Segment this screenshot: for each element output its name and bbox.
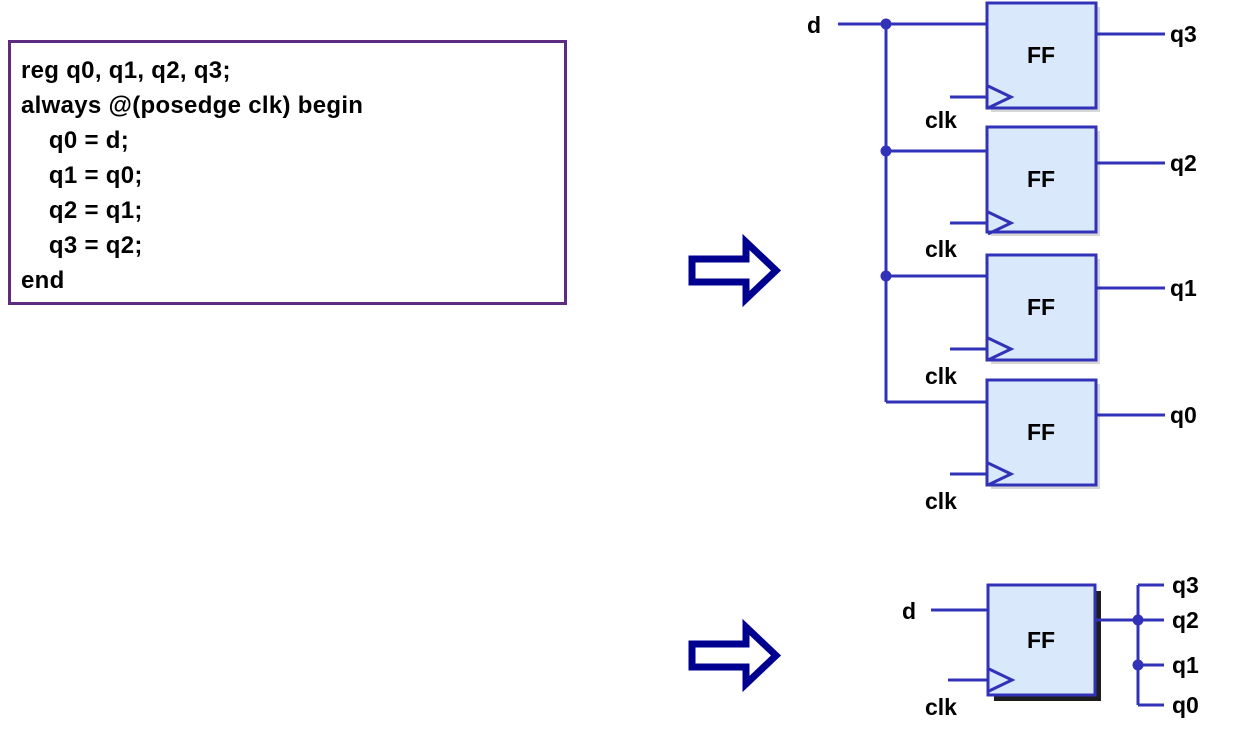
clock-edge-chevron-icon [987, 84, 1015, 110]
code-line-end: end [21, 267, 65, 294]
right-block-arrow-icon [688, 618, 782, 693]
bottom-circuit: FF d clk q3 q2 q1 q0 [902, 572, 1199, 720]
right-block-arrow-icon [688, 233, 782, 308]
clk-label: clk [925, 363, 957, 389]
output-label-q3: q3 [1170, 21, 1197, 47]
transform-arrow-bottom [688, 618, 782, 693]
code-line-reg: reg q0, q1, q2, q3; [21, 57, 231, 84]
flipflop-q0: FF q0 clk [925, 378, 1197, 514]
ff-label: FF [1027, 42, 1055, 68]
ff-box [985, 125, 1098, 234]
junction-dot [1132, 614, 1144, 626]
code-line-q2: q2 = q1; [21, 197, 143, 224]
clk-label: clk [925, 236, 957, 262]
clock-edge-chevron-icon [987, 336, 1015, 362]
clock-edge-chevron-icon [988, 667, 1016, 693]
code-line-always: always @(posedge clk) begin [21, 92, 364, 119]
ff-box [985, 253, 1098, 362]
junction-dot [880, 145, 892, 157]
clk-label: clk [925, 488, 957, 514]
transform-arrow-top [688, 233, 782, 308]
verilog-code-panel: reg q0, q1, q2, q3; always @(posedge clk… [8, 40, 567, 305]
junction-dot [880, 18, 892, 30]
flipflop-q1: FF q1 clk [925, 253, 1197, 389]
ff-label: FF [1027, 627, 1055, 653]
clock-edge-chevron-icon [987, 210, 1015, 236]
output-label-q1: q1 [1170, 275, 1197, 301]
code-line-q0: q0 = d; [21, 127, 129, 154]
junction-dot [880, 270, 892, 282]
flipflop-q3: FF q3 clk [925, 1, 1197, 133]
output-label-q3: q3 [1172, 572, 1199, 598]
output-label-q2: q2 [1170, 150, 1197, 176]
ff-box [985, 1, 1098, 110]
clk-label: clk [925, 107, 957, 133]
d-input-label: d [902, 598, 916, 624]
flipflop-q2: FF q2 clk [925, 125, 1197, 262]
output-label-q2: q2 [1172, 607, 1199, 633]
code-line-q3: q3 = q2; [21, 232, 143, 259]
ff-label: FF [1027, 419, 1055, 445]
output-label-q0: q0 [1172, 692, 1199, 718]
ff-label: FF [1027, 166, 1055, 192]
top-circuit: d FF q3 clk FF q2 clk FF [807, 1, 1197, 514]
clk-label: clk [925, 694, 957, 720]
ff-box [985, 378, 1098, 487]
ff-label: FF [1027, 294, 1055, 320]
d-input-label: d [807, 12, 821, 38]
junction-dot [1132, 659, 1144, 671]
output-label-q0: q0 [1170, 402, 1197, 428]
clock-edge-chevron-icon [987, 461, 1015, 487]
output-label-q1: q1 [1172, 652, 1199, 678]
code-line-q1: q1 = q0; [21, 162, 143, 189]
